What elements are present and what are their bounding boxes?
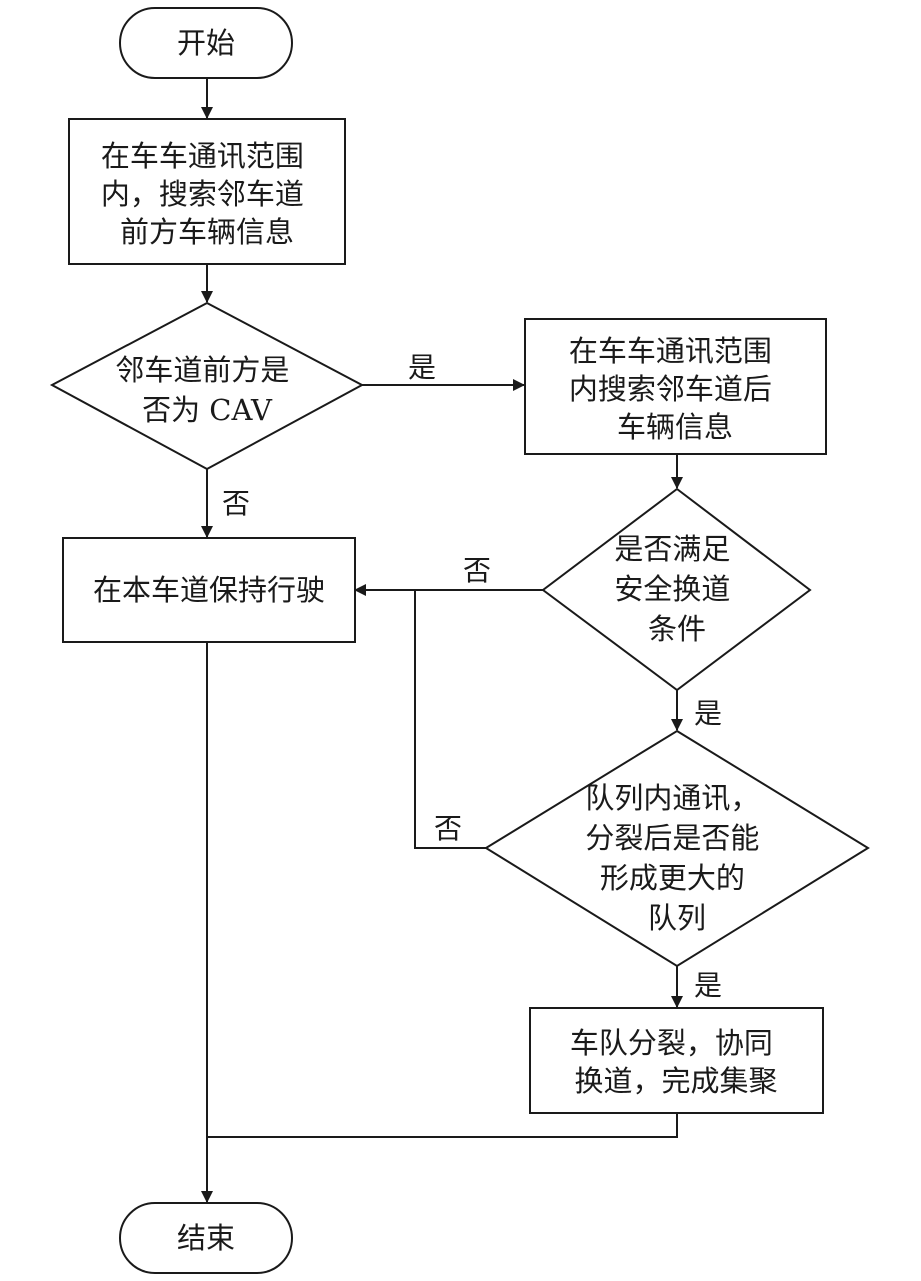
search-rear-line-1: 在车车通讯范围 (569, 334, 772, 368)
end-text: 结束 (177, 1221, 235, 1255)
safe-no-label: 否 (463, 554, 491, 587)
search-rear-vehicle-node: 在车车通讯范围 内搜索邻车道后 车辆信息 (524, 318, 827, 455)
split-merge-line-1: 车队分裂，协同 (570, 1026, 773, 1060)
svg-text:邻车道前方是 否为 CAV: 邻车道前方是 否为 CAV (115, 353, 298, 427)
safe-change-line-2: 安全换道 (614, 572, 730, 606)
keep-lane-text: 在本车道保持行驶 (93, 573, 325, 607)
split-check-line-1: 队列内通讯， (585, 781, 759, 815)
search-front-line-2: 内，搜索邻车道 (101, 177, 304, 211)
split-no-label: 否 (434, 812, 462, 845)
edge-split-no (414, 590, 486, 849)
split-check-decision: 队列内通讯， 分裂后是否能 形成更大的 队列 (484, 729, 870, 968)
cav-check-decision: 邻车道前方是 否为 CAV (49, 301, 365, 471)
safe-change-decision: 是否满足 安全换道 条件 (541, 487, 812, 692)
svg-text:在车车通讯范围 内搜索邻车道后 车辆: 在车车通讯范围 内搜索邻车道后 车辆信息 (569, 334, 781, 444)
cav-check-line-2: 否为 CAV (142, 393, 273, 427)
svg-text:在本车道保持行驶: 在本车道保持行驶 (93, 573, 325, 607)
search-rear-line-3: 车辆信息 (617, 410, 733, 444)
edge-labels: 是 否 否 是 否 是 (222, 351, 722, 1002)
cav-yes-label: 是 (408, 351, 436, 384)
svg-text:队列内通讯， 分裂后是否能 形成更大: 队列内通讯， 分裂后是否能 形成更大的 队列 (585, 781, 768, 935)
svg-text:开始: 开始 (177, 26, 235, 60)
start-text: 开始 (177, 26, 235, 60)
split-check-line-2: 分裂后是否能 (585, 821, 759, 855)
split-merge-line-2: 换道，完成集聚 (574, 1064, 777, 1098)
svg-text:在车车通讯范围 内，搜索邻车道 前方: 在车车通讯范围 内，搜索邻车道 前方车辆信息 (101, 139, 313, 249)
svg-text:结束: 结束 (177, 1221, 235, 1255)
split-check-line-4: 队列 (648, 901, 706, 935)
split-yes-label: 是 (694, 969, 722, 1002)
end-node: 结束 (119, 1202, 293, 1274)
safe-change-line-1: 是否满足 (614, 532, 730, 566)
search-front-line-3: 前方车辆信息 (120, 215, 294, 249)
connectors (201, 78, 683, 1203)
edge-merge-return (207, 1113, 678, 1138)
split-check-line-3: 形成更大的 (600, 861, 745, 895)
search-rear-line-2: 内搜索邻车道后 (569, 372, 772, 406)
svg-text:是否满足 安全换道 条件: 是否满足 安全换道 条件 (614, 532, 739, 646)
safe-yes-label: 是 (694, 697, 722, 730)
split-merge-node: 车队分裂，协同 换道，完成集聚 (529, 1007, 824, 1114)
keep-lane-node: 在本车道保持行驶 (62, 537, 356, 643)
safe-change-line-3: 条件 (648, 612, 706, 646)
start-node: 开始 (119, 7, 293, 79)
cav-check-line-1: 邻车道前方是 (115, 353, 289, 387)
search-front-vehicle-node: 在车车通讯范围 内，搜索邻车道 前方车辆信息 (68, 118, 346, 265)
cav-no-label: 否 (222, 487, 250, 520)
svg-text:车队分裂，协同 换道，完成集聚: 车队分裂，协同 换道，完成集聚 (570, 1026, 782, 1098)
search-front-line-1: 在车车通讯范围 (101, 139, 304, 173)
